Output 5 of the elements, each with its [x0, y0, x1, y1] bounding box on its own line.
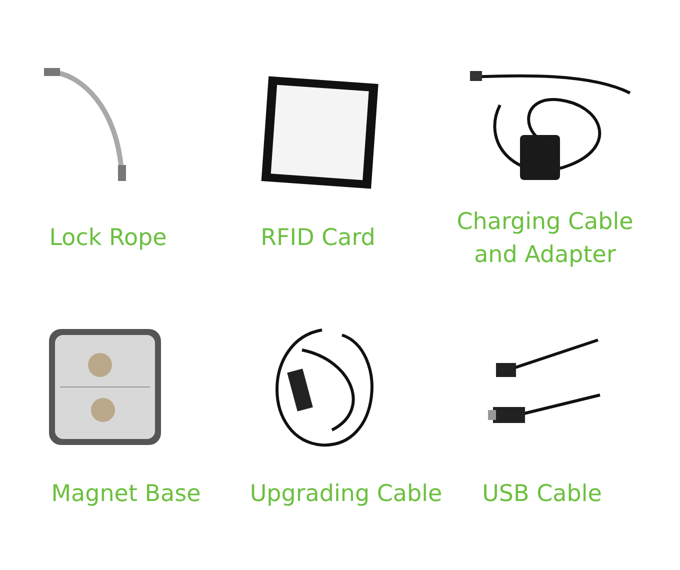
product-label: Upgrading Cable — [248, 480, 444, 509]
product-label: Charging Cable and Adapter — [456, 208, 634, 270]
product-label: Magnet Base — [50, 480, 202, 509]
product-label: Lock Rope — [48, 224, 168, 253]
product-label: RFID Card — [260, 224, 376, 253]
